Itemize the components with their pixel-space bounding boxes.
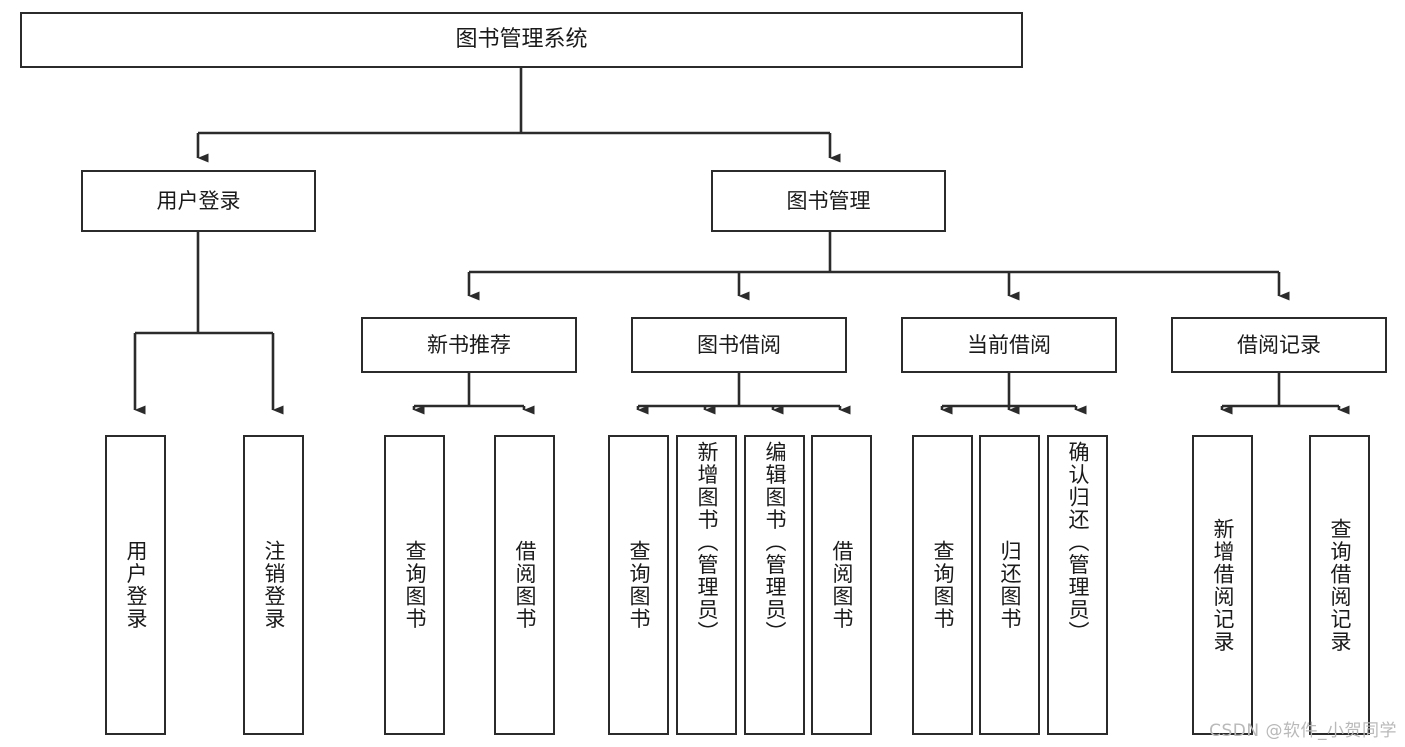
node-label: 新增图书（管理员） xyxy=(695,441,719,644)
node-label: 新书推荐 xyxy=(427,332,511,357)
leaf-return-book[interactable]: 归还图书 xyxy=(979,435,1040,735)
node-label: 用户登录 xyxy=(156,188,241,213)
node-borrow-record[interactable]: 借阅记录 xyxy=(1171,317,1387,373)
node-label: 用户登录 xyxy=(124,540,148,630)
node-new-book-recommend[interactable]: 新书推荐 xyxy=(361,317,577,373)
node-user-login[interactable]: 用户登录 xyxy=(81,170,316,232)
node-label: 新增借阅记录 xyxy=(1211,517,1235,653)
node-label: 图书管理 xyxy=(786,188,871,213)
leaf-borrow-book-1[interactable]: 借阅图书 xyxy=(494,435,555,735)
node-label: 图书管理系统 xyxy=(455,27,588,53)
leaf-add-book[interactable]: 新增图书（管理员） xyxy=(676,435,737,735)
node-label: 查询图书 xyxy=(403,540,427,630)
leaf-query-book-2[interactable]: 查询图书 xyxy=(608,435,669,735)
watermark-text: CSDN @软件_小贺同学 xyxy=(1209,721,1397,741)
leaf-user-login[interactable]: 用户登录 xyxy=(105,435,166,735)
node-label: 当前借阅 xyxy=(967,332,1051,357)
node-label: 查询借阅记录 xyxy=(1328,517,1352,653)
node-label: 借阅图书 xyxy=(513,540,537,630)
node-label: 查询图书 xyxy=(627,540,651,630)
node-label: 图书借阅 xyxy=(697,332,781,357)
node-label: 查询图书 xyxy=(931,540,955,630)
node-label: 借阅图书 xyxy=(830,540,854,630)
node-label: 编辑图书（管理员） xyxy=(763,441,787,644)
node-label: 注销登录 xyxy=(262,540,286,630)
node-book-borrow[interactable]: 图书借阅 xyxy=(631,317,847,373)
node-label: 借阅记录 xyxy=(1237,332,1321,357)
leaf-query-record[interactable]: 查询借阅记录 xyxy=(1309,435,1370,735)
node-label: 确认归还（管理员） xyxy=(1066,441,1090,644)
leaf-add-record[interactable]: 新增借阅记录 xyxy=(1192,435,1253,735)
node-root-system[interactable]: 图书管理系统 xyxy=(20,12,1023,68)
leaf-confirm-return[interactable]: 确认归还（管理员） xyxy=(1047,435,1108,735)
leaf-borrow-book-2[interactable]: 借阅图书 xyxy=(811,435,872,735)
leaf-query-book-3[interactable]: 查询图书 xyxy=(912,435,973,735)
leaf-query-book-1[interactable]: 查询图书 xyxy=(384,435,445,735)
node-current-borrow[interactable]: 当前借阅 xyxy=(901,317,1117,373)
node-book-management[interactable]: 图书管理 xyxy=(711,170,946,232)
leaf-edit-book[interactable]: 编辑图书（管理员） xyxy=(744,435,805,735)
leaf-logout[interactable]: 注销登录 xyxy=(243,435,304,735)
node-label: 归还图书 xyxy=(998,540,1022,630)
